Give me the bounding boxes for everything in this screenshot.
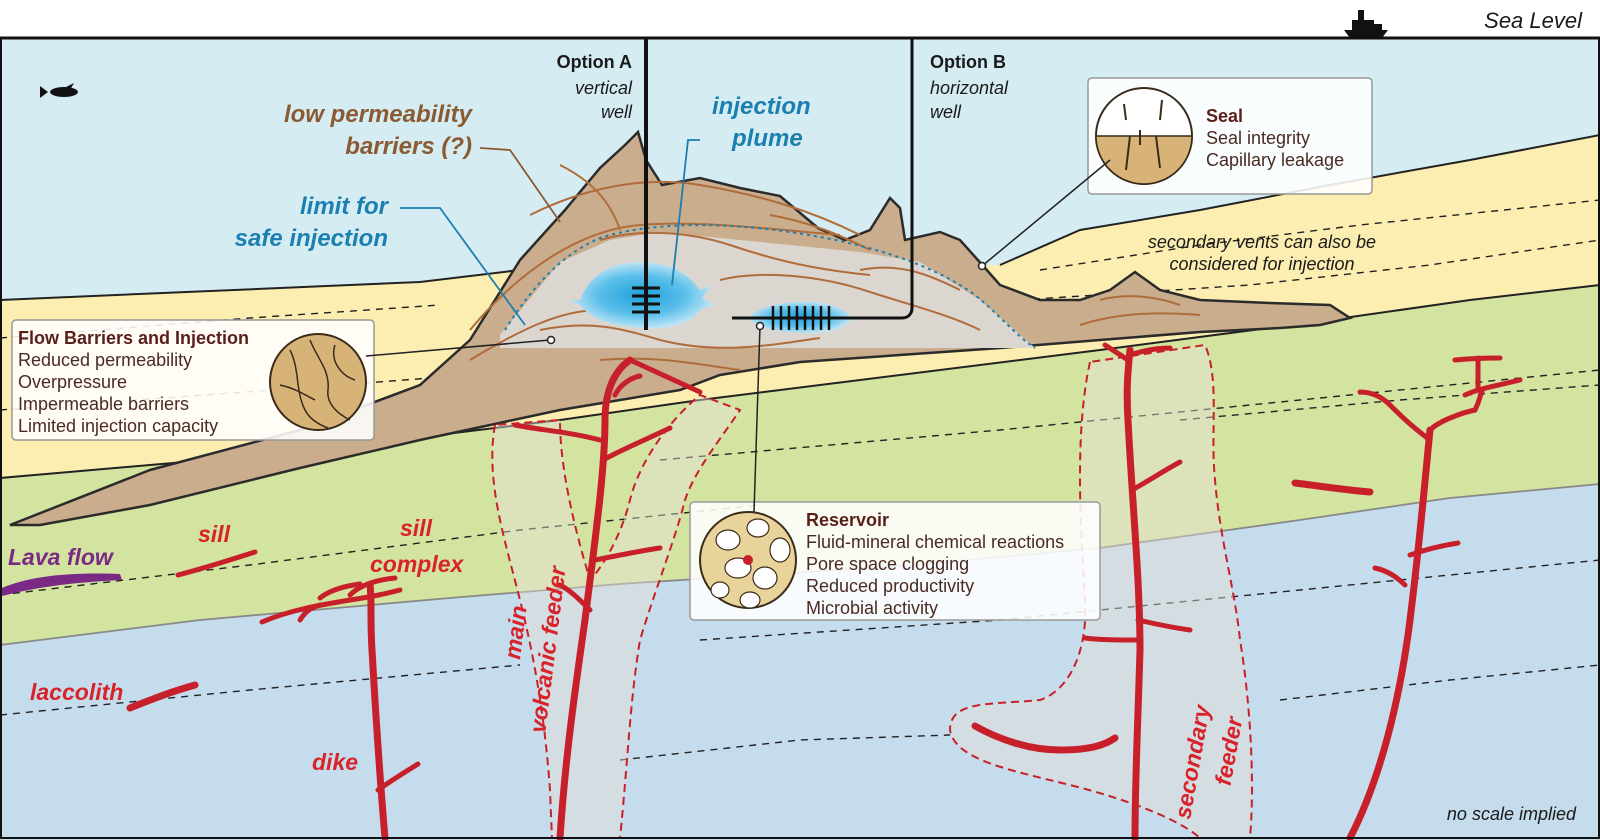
sill-complex-label-1: sill [400,515,433,541]
strata-line [769,214,871,251]
secondary-feeder [1082,342,1193,840]
bedding-line [1279,664,1600,701]
horizontal-well [732,38,914,320]
option-b-line1: horizontal [930,78,1009,98]
injection-plume-leader [671,139,700,286]
seal-box-item: Seal integrity [1206,128,1310,148]
seal-box-leader [981,159,1111,267]
strata-line [1079,312,1201,326]
strata-line [599,357,741,371]
strata-line [469,222,841,331]
safe-injection-leader [400,207,526,326]
strata-line [1099,295,1181,306]
reservoir-box-leader [753,325,761,513]
reservoir-box-item: Reduced productivity [806,576,974,596]
seal-box: Seal Seal integrity Capillary leakage [977,77,1373,271]
sand-top-line [0,269,521,301]
flow-box-title: Flow Barriers and Injection [18,328,249,348]
reservoir-box-item: Microbial activity [806,598,938,618]
injection-plume-label-1: injection [712,93,811,120]
bedding-line [1019,239,1600,301]
sand-top-line-right [999,134,1600,266]
no-scale-label: no scale implied [1447,804,1577,824]
well-a-perforations [632,286,660,314]
bedding-line [1179,384,1600,421]
bedding-line [0,664,521,716]
option-a-line2: well [601,102,633,122]
low-permeability-label-2: barriers (?) [345,133,472,160]
safe-injection-label-1: limit for [300,193,390,220]
sea-level-label: Sea Level [1484,8,1583,33]
seal-box-title: Seal [1206,106,1243,126]
right-sill [1291,479,1374,496]
low-permeability-label-1: low permeability [284,101,474,128]
dike-label: dike [312,749,358,775]
reservoir-box: Reservoir Fluid-mineral chemical reactio… [689,321,1101,621]
sill-label: sill [198,521,231,547]
bedding-line [1039,199,1600,271]
low-permeability-leader [479,147,561,223]
option-b-line2: well [930,102,962,122]
laccolith-label: laccolith [30,679,123,705]
strata-line [719,273,981,331]
reservoir-box-item: Fluid-mineral chemical reactions [806,532,1064,552]
ship-icon [1344,10,1388,38]
injection-plume-label-2: plume [731,125,803,152]
bedding-line [659,369,1600,461]
seal-box-item: Capillary leakage [1206,150,1344,170]
option-a-title: Option A [557,52,632,72]
strata-line [529,180,861,236]
flow-box-item: Impermeable barriers [18,394,189,414]
diagram-frame [0,37,1600,839]
flow-box-leader [365,339,551,357]
flow-barriers-box: Flow Barriers and Injection Reduced perm… [11,319,556,441]
secondary-sill [971,722,1119,754]
svg-text:main: main [499,604,531,660]
lava-flow-label: Lava flow [8,544,115,570]
secondary-vents-label-2: considered for injection [1169,254,1354,274]
strata-line [599,231,871,276]
secondary-vents-label-1: secondary vents can also be [1148,232,1376,252]
well-b-perforations [771,306,831,330]
safe-injection-limit-line [504,224,1036,349]
fractured-rock-icon [269,333,367,431]
right-feeder [1346,355,1523,840]
main-volcanic-feeder [512,356,673,840]
strata-line [559,164,621,231]
option-a-line1: vertical [575,78,633,98]
main-feeder-envelope [491,393,742,839]
basement-layer [0,484,1600,840]
fish-icon [40,83,78,98]
feeder-branch [627,357,703,395]
option-b-title: Option B [930,52,1006,72]
reservoir-box-item: Pore space clogging [806,554,969,574]
flow-box-item: Overpressure [18,372,127,392]
strata-line [859,266,961,291]
sill-complex-label-2: complex [370,551,465,577]
left-dike [259,575,421,840]
flow-box-item: Limited injection capacity [18,416,218,436]
safe-injection-label-2: safe injection [235,225,388,252]
sill [175,549,258,578]
flow-box-item: Reduced permeability [18,350,192,370]
reservoir-box-title: Reservoir [806,510,889,530]
strata-line [539,324,821,349]
lava-flow [2,573,122,596]
laccolith [126,681,199,712]
